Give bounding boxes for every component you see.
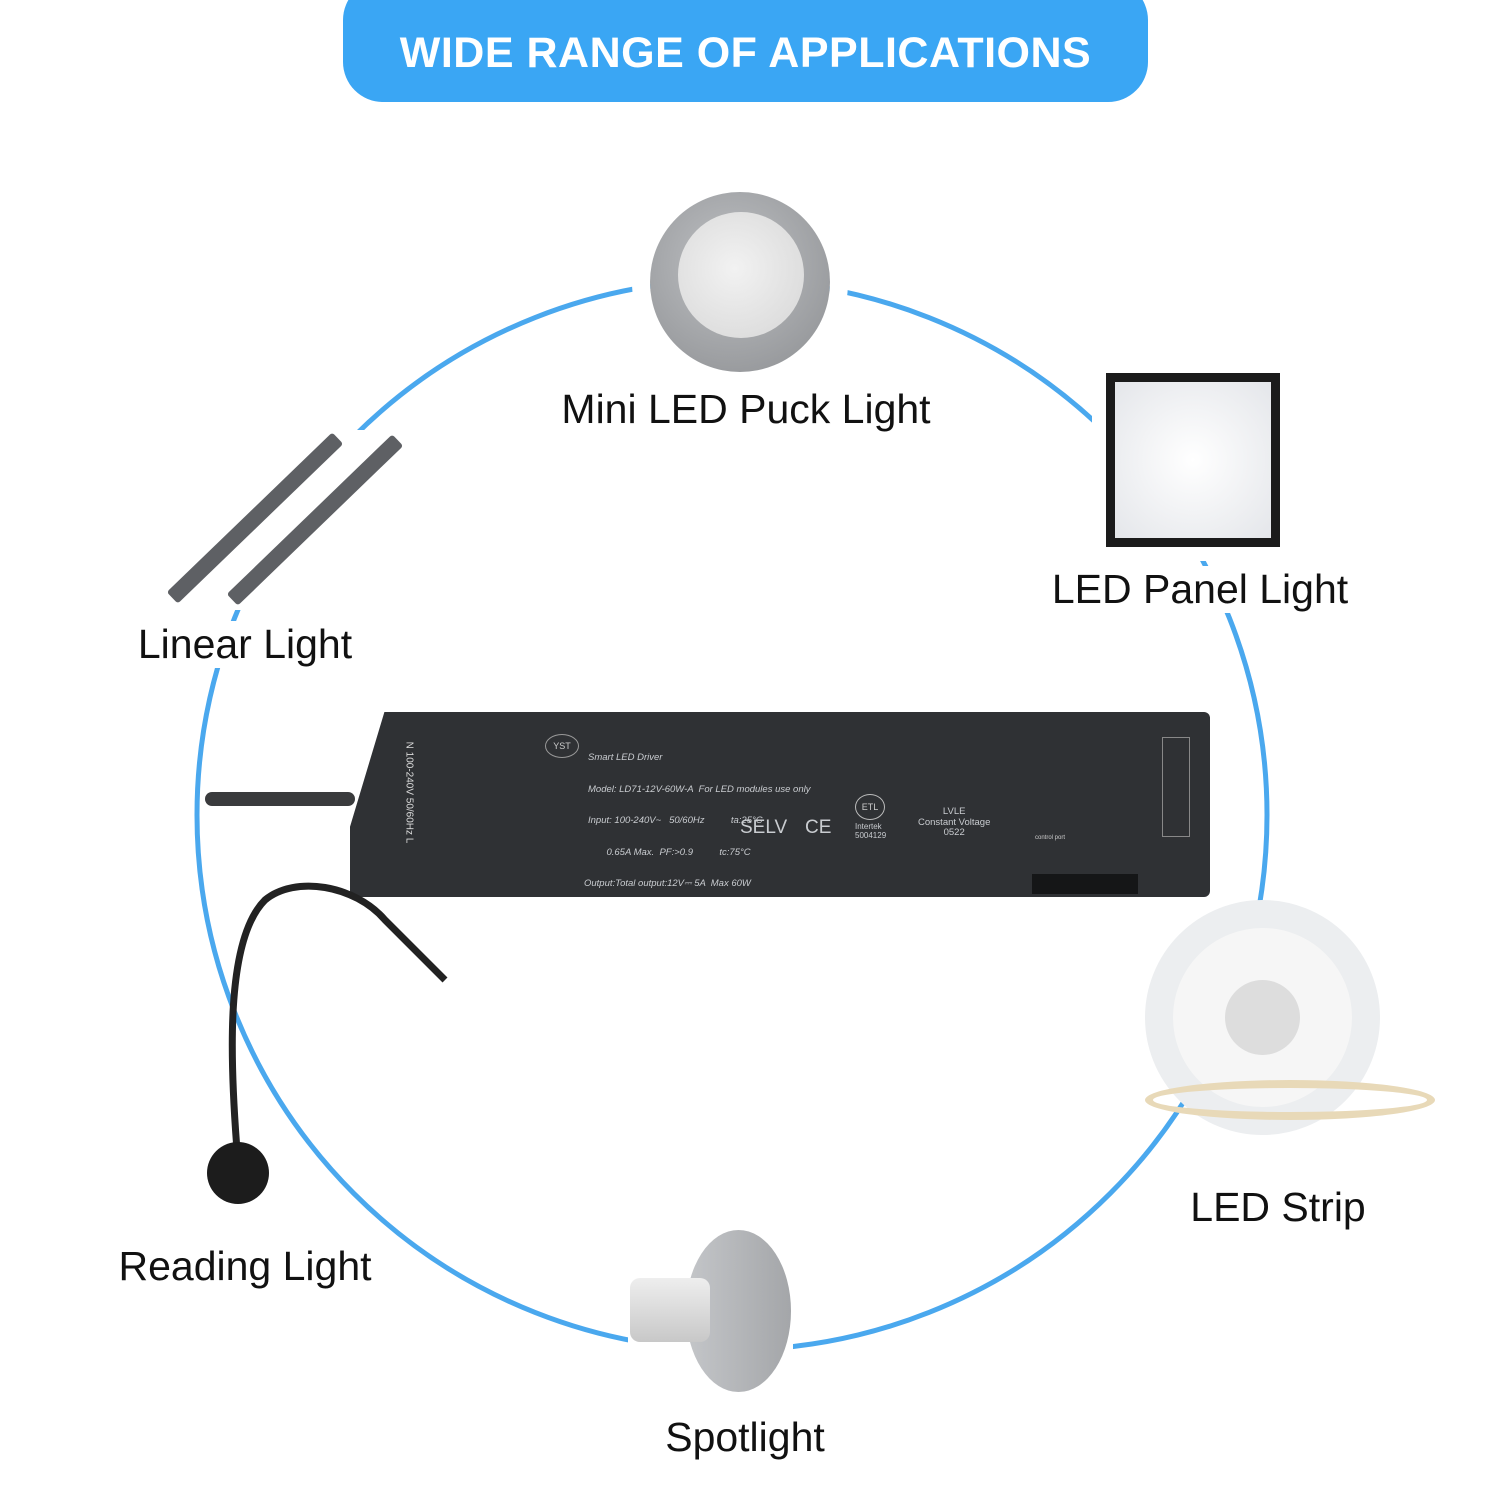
control-port — [1032, 874, 1138, 894]
label-linear-light: Linear Light — [131, 621, 359, 668]
label-reading-light: Reading Light — [112, 1243, 378, 1290]
label-led-strip: LED Strip — [1184, 1184, 1372, 1231]
label-puck-light: Mini LED Puck Light — [555, 386, 937, 433]
spotlight-icon — [628, 1228, 793, 1398]
led-strip-icon — [1145, 900, 1435, 1160]
linear-light-icon — [150, 430, 420, 610]
driver-intertek: Intertek 5004129 — [855, 822, 887, 840]
driver-control-port-label: control port — [1035, 835, 1066, 841]
driver-input-label: N 100-240V 50/60Hz L — [403, 741, 415, 844]
driver-line4: 0.65A Max. PF:>0.9 tc:75°C — [588, 846, 751, 858]
power-cable — [205, 792, 355, 806]
driver-output-ports — [1162, 737, 1190, 837]
driver-line5: Output:Total output:12V⎓ 5A Max 60W — [584, 878, 751, 889]
driver-logo: YST — [545, 734, 579, 758]
label-panel-light: LED Panel Light — [1045, 566, 1355, 613]
driver-line3: Input: 100-240V~ 50/60Hz ta:25°C — [588, 815, 763, 826]
driver-line2: Model: LD71-12V-60W-A For LED modules us… — [588, 783, 811, 795]
panel-light-icon — [1106, 373, 1280, 547]
driver-etl-mark: ETL — [855, 794, 885, 820]
header-title: WIDE RANGE OF APPLICATIONS — [399, 29, 1092, 77]
driver-ce: CE — [805, 817, 832, 838]
led-driver: N 100-240V 50/60Hz L YST Smart LED Drive… — [350, 712, 1210, 897]
puck-light-icon — [650, 192, 830, 372]
driver-line1: Smart LED Driver — [588, 752, 663, 763]
driver-selv: SELV — [740, 817, 788, 838]
header-banner: WIDE RANGE OF APPLICATIONS — [343, 0, 1148, 102]
reading-light-icon — [205, 880, 455, 1220]
label-spotlight: Spotlight — [659, 1414, 831, 1461]
driver-lvle: LVLE Constant Voltage 0522 — [918, 806, 991, 838]
